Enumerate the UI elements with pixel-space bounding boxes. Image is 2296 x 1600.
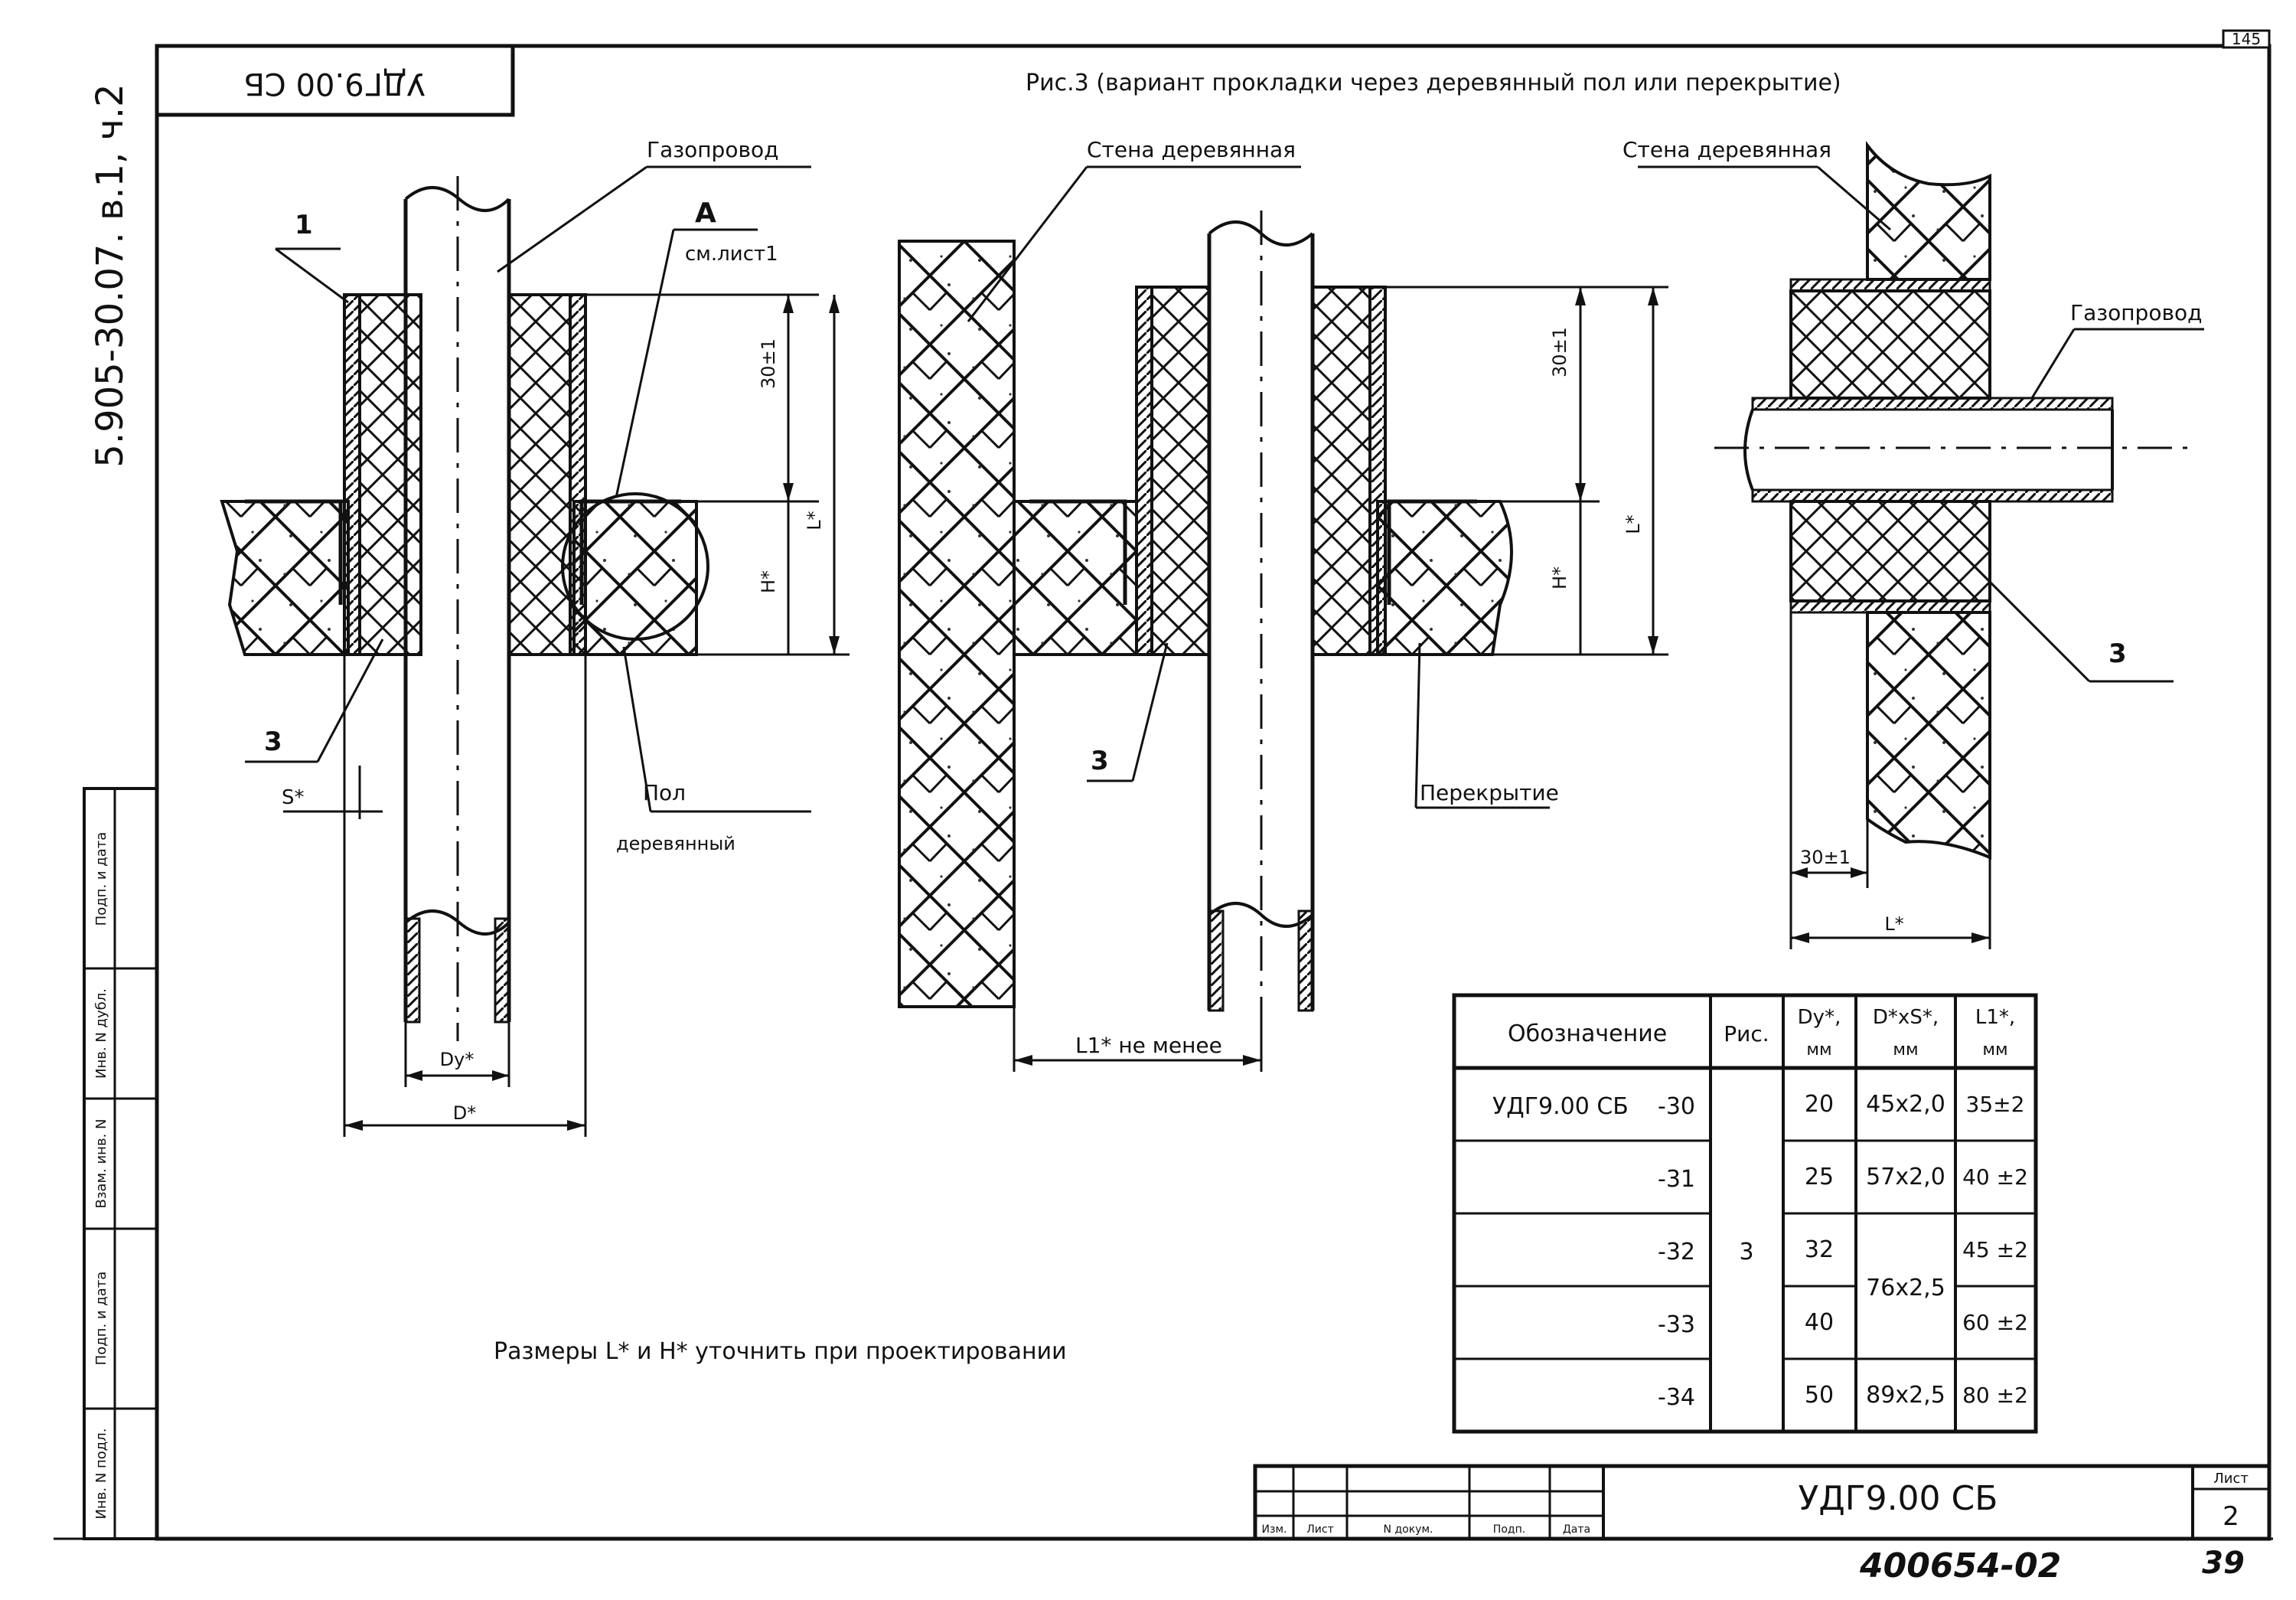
top-stamp: [155, 44, 515, 117]
table-row-l1: 45 ±2: [1962, 1237, 2028, 1262]
side-cell-2: Инв. N дубл.: [93, 988, 109, 1079]
spec-table: [1452, 993, 2038, 1434]
title-col-doc: N докум.: [1384, 1523, 1433, 1536]
table-row-suffix: -30: [1658, 1093, 1695, 1120]
table-header-l1: L1*,: [1975, 1006, 2015, 1029]
label-wall-wood-3: Стена деревянная: [1623, 137, 1831, 162]
table-fig-value: 3: [1739, 1239, 1753, 1265]
table-row-l1: 60 ±2: [1962, 1310, 2028, 1335]
table-row-suffix: -33: [1658, 1311, 1695, 1338]
dim-D: D*: [453, 1102, 476, 1124]
title-col-list: Лист: [1306, 1523, 1333, 1536]
label-ref-3c: 3: [2108, 638, 2127, 669]
table-row-dxs: 45x2,0: [1866, 1091, 1945, 1118]
title-sheet-number: 2: [2223, 1501, 2239, 1532]
table-row-dxs: 89x2,5: [1866, 1382, 1945, 1409]
label-floor-1: Пол: [643, 780, 686, 805]
dim-30-a: 30±1: [758, 338, 779, 389]
figure-caption: Рис.3 (вариант прокладки через деревянны…: [1026, 70, 1841, 96]
label-wall-wood-2: Стена деревянная: [1087, 137, 1296, 162]
sleeve-wall-left: [343, 293, 361, 656]
table-header-dxs: D*xS*,: [1873, 1006, 1939, 1029]
table-row-suffix: -31: [1658, 1166, 1695, 1193]
table-header-fig: Рис.: [1724, 1021, 1769, 1047]
table-row-dy: 20: [1805, 1091, 1834, 1118]
detail-circle-A: [561, 492, 709, 641]
table-merged-dxs: 76x2,5: [1866, 1275, 1945, 1301]
view-2-ceiling-passage: [898, 165, 1668, 1072]
table-row-l1: 40 ±2: [1962, 1164, 2028, 1190]
handwritten-number: 400654-02: [1859, 1546, 2061, 1585]
title-col-date: Дата: [1563, 1523, 1590, 1536]
table-row-dy: 50: [1805, 1382, 1834, 1409]
label-floor-2: деревянный: [616, 833, 735, 854]
dim-S: S*: [282, 786, 305, 809]
view-3-wall-passage: [1638, 141, 2204, 949]
title-code: УДГ9.00 СБ: [1799, 1479, 1998, 1518]
side-cell-3: Взам. инв. N: [93, 1119, 109, 1209]
dim-H-a: H*: [758, 570, 779, 593]
title-col-izm: Изм.: [1262, 1523, 1287, 1536]
table-header-l1-unit: мм: [1982, 1040, 2007, 1060]
corner-page-number: 145: [2232, 30, 2261, 48]
table-header-dy-unit: мм: [1806, 1040, 1831, 1060]
label-gas-pipe-1: Газопровод: [647, 137, 778, 162]
sleeve-wall-right: [569, 293, 587, 656]
insulation-right: [507, 293, 572, 656]
side-cell-5: Инв. N подл.: [93, 1429, 109, 1520]
title-sheet-label: Лист: [2213, 1471, 2249, 1487]
side-strip: Подп. и дата Инв. N дубл. Взам. инв. N П…: [83, 787, 158, 1540]
table-row-suffix: -34: [1658, 1384, 1695, 1411]
dim-30-b: 30±1: [1549, 327, 1570, 377]
top-stamp-code: УДГ9.00 СБ: [243, 66, 425, 101]
label-see-sheet: см.лист1: [685, 243, 778, 266]
table-header-dxs-unit: мм: [1893, 1040, 1918, 1060]
table-row-l1: 80 ±2: [1962, 1383, 2028, 1408]
corner-box: [2222, 29, 2271, 49]
table-row-l1: 35±2: [1966, 1092, 2025, 1117]
table-row-dy: 25: [1805, 1164, 1834, 1190]
floor-section-right: [572, 500, 698, 656]
dim-L-a: L*: [804, 511, 825, 530]
dim-L-c: L*: [1884, 913, 1903, 935]
table-row-dxs: 57x2,0: [1866, 1164, 1945, 1190]
insulation-left: [358, 293, 422, 656]
table-row-dy: 32: [1805, 1236, 1834, 1263]
label-ref-3a: 3: [264, 727, 282, 757]
dim-L1: L1* не менее: [1075, 1033, 1222, 1058]
table-row-designation: УДГ9.00 СБ: [1492, 1093, 1629, 1120]
label-detail-A: А: [695, 198, 716, 229]
label-gas-pipe-3: Газопровод: [2070, 300, 2202, 325]
dim-L-b: L*: [1623, 514, 1644, 534]
dim-Dy: Dy*: [440, 1049, 475, 1070]
archive-number: 5.905-30.07. в.1, ч.2: [89, 83, 132, 467]
label-ceiling: Перекрытие: [1420, 780, 1559, 805]
table-row-suffix: -32: [1658, 1239, 1695, 1265]
wall-section-wood: [898, 240, 1016, 1008]
side-cell-1: Подп. и дата: [93, 832, 109, 926]
side-cell-4: Подп. и дата: [93, 1272, 109, 1366]
dim-30-c: 30±1: [1800, 847, 1851, 868]
handwritten-page: 39: [2202, 1546, 2245, 1581]
table-header-designation: Обозначение: [1508, 1020, 1667, 1047]
dim-H-b: H*: [1549, 567, 1570, 589]
design-note: Размеры L* и H* уточнить при проектирова…: [494, 1338, 1067, 1365]
title-col-sign: Подп.: [1493, 1523, 1525, 1536]
title-block: [1253, 1464, 2272, 1541]
table-header-dy: Dy*,: [1798, 1006, 1841, 1029]
label-ref-1: 1: [295, 210, 313, 240]
view-1-floor-passage: [220, 165, 850, 1137]
table-row-dy: 40: [1805, 1309, 1834, 1336]
label-ref-3b: 3: [1091, 746, 1109, 776]
floor-section-left: [220, 500, 350, 656]
